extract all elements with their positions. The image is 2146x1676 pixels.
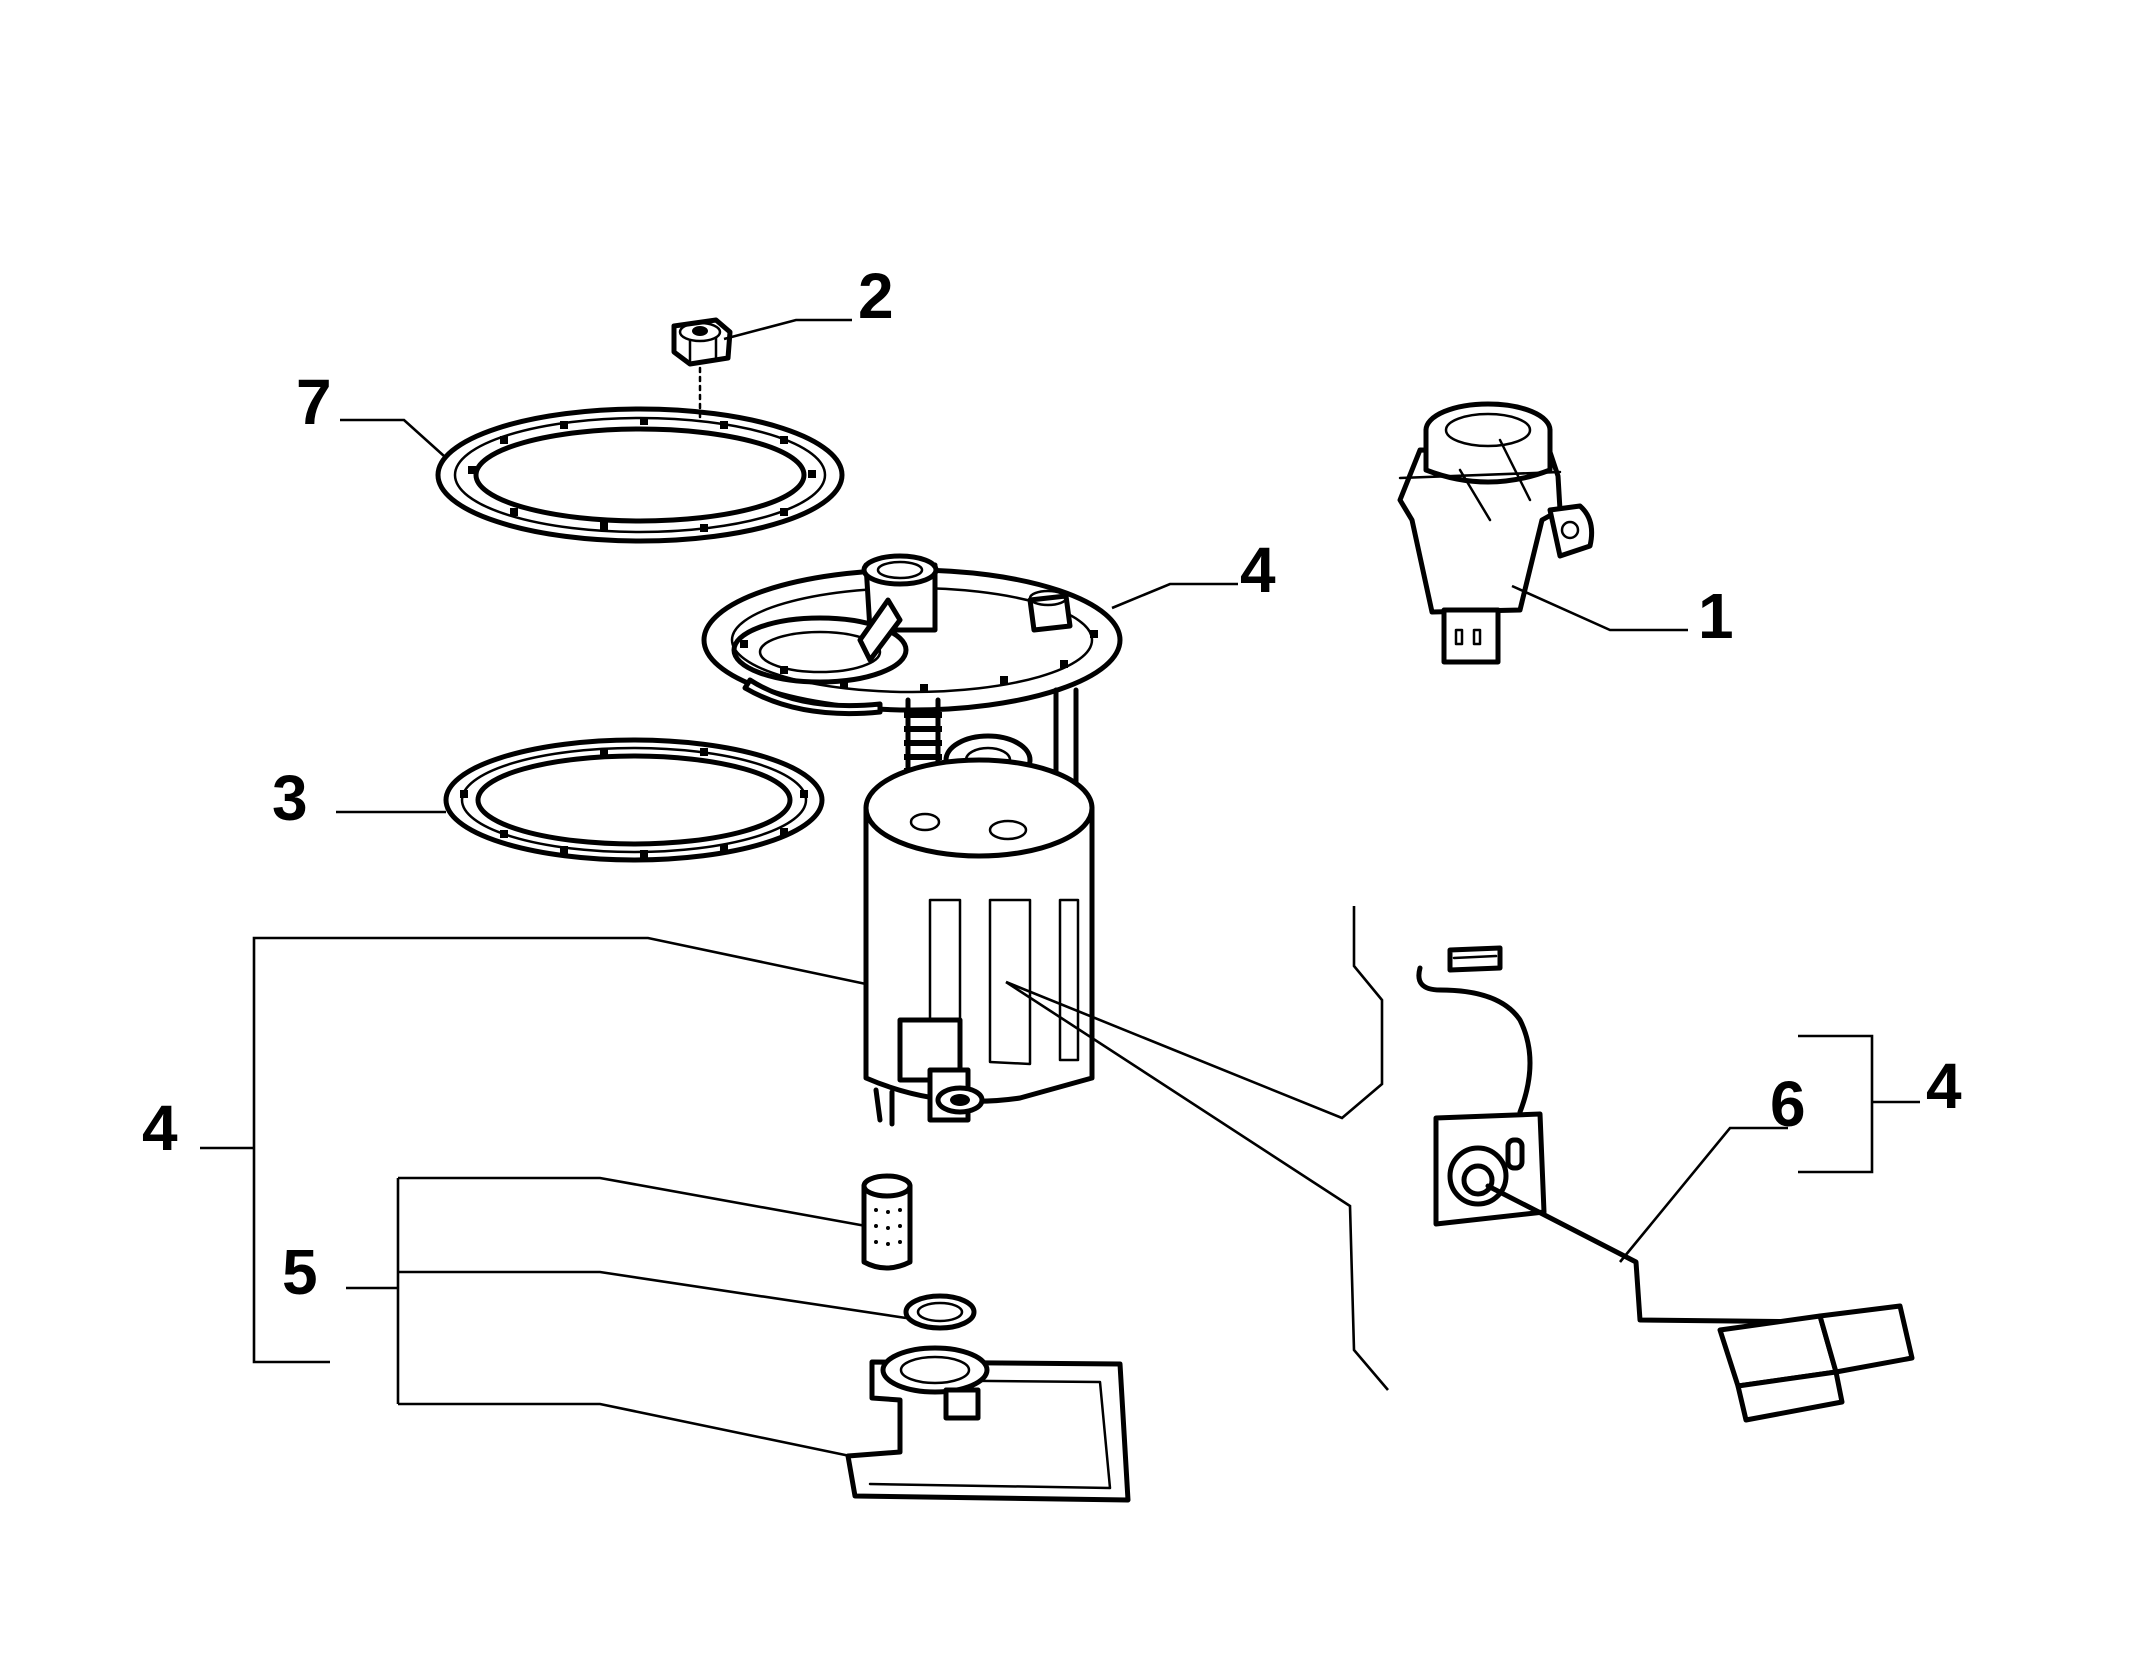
pump-flange-notches (740, 630, 1098, 692)
callout-labels: 2 7 4 1 3 4 5 6 4 (142, 260, 1962, 1308)
filter-sleeve (861, 1173, 913, 1271)
connector-relay (1397, 401, 1595, 665)
callout-label-1: 1 (1698, 580, 1734, 652)
callout-label-7: 7 (296, 366, 332, 438)
callout-label-4-right: 4 (1926, 1050, 1962, 1122)
callout-label-4-top: 4 (1240, 534, 1276, 606)
leader-lines (200, 318, 1920, 1458)
callout-label-2: 2 (858, 260, 894, 332)
o-ring (903, 1293, 977, 1331)
pump-body (863, 757, 1095, 1127)
gasket-ring-upper-notches (468, 417, 816, 532)
nut (671, 317, 733, 422)
gasket-ring-lower-notches (460, 748, 808, 858)
strainer-filter (845, 1345, 1131, 1503)
callout-label-3: 3 (272, 762, 308, 834)
callout-label-4-left: 4 (142, 1092, 178, 1164)
gasket-ring-lower (443, 737, 825, 863)
callout-label-5: 5 (282, 1236, 318, 1308)
fuel-level-sender (1416, 945, 1915, 1423)
pump-flange (701, 553, 1123, 717)
gasket-ring-upper (435, 406, 845, 544)
callout-label-6: 6 (1770, 1068, 1806, 1140)
